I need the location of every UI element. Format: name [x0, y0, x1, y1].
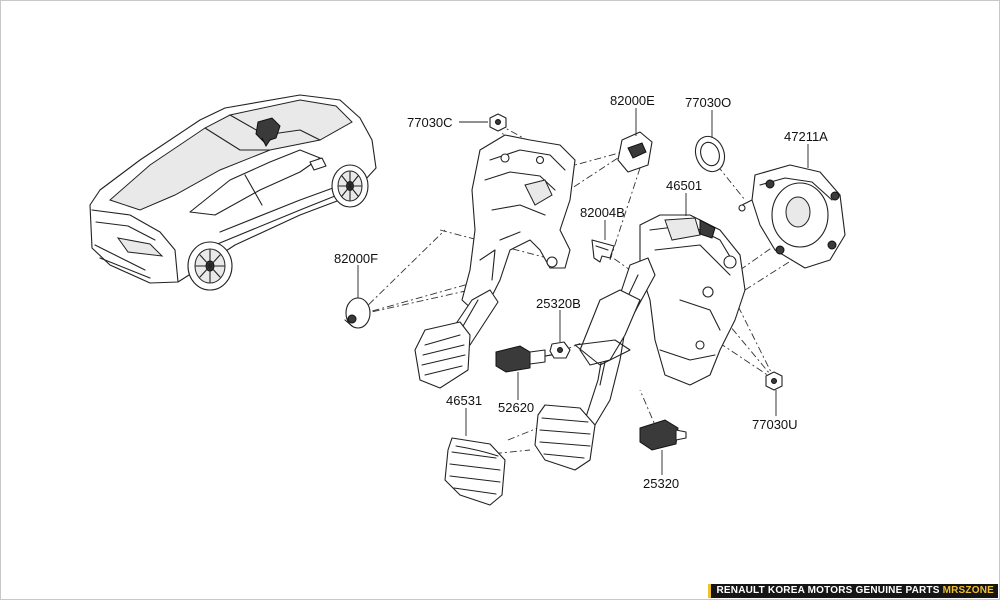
label-46531: 46531	[446, 393, 482, 408]
label-77030C: 77030C	[407, 115, 453, 130]
pedal-pad-46531-right	[534, 404, 596, 471]
label-77030O: 77030O	[685, 95, 731, 110]
footer-text: RENAULT KOREA MOTORS GENUINE PARTS	[716, 585, 943, 596]
part-labels: 77030C 82000E 77030O 47211A 46501 82004B…	[334, 93, 828, 491]
pedal-pad-46531-left	[444, 437, 506, 506]
label-82004B: 82004B	[580, 205, 625, 220]
switch-25320	[639, 419, 687, 451]
label-46501: 46501	[666, 178, 702, 193]
label-25320B: 25320B	[536, 296, 581, 311]
pedal-arm-clutch	[574, 289, 641, 366]
accelerator-pad-upper	[414, 321, 471, 389]
cap-77030O	[694, 135, 726, 173]
label-82000E: 82000E	[610, 93, 655, 108]
rear-wheel	[187, 241, 233, 291]
plate-82000F	[344, 297, 371, 329]
car-illustration	[89, 94, 377, 291]
switch-52620	[495, 345, 553, 373]
clip-25320B	[549, 341, 571, 359]
label-25320: 25320	[643, 476, 679, 491]
plate-82000E	[617, 131, 653, 173]
label-77030U: 77030U	[752, 417, 798, 432]
front-wheel	[331, 164, 369, 208]
clip-82004B	[591, 239, 615, 263]
label-52620: 52620	[498, 400, 534, 415]
accelerator-bracket	[461, 134, 576, 313]
nut-77030U	[765, 371, 783, 391]
pedal-box-46501	[639, 214, 746, 386]
label-47211A: 47211A	[784, 129, 828, 144]
footer-brand: MRSZONE	[942, 585, 994, 596]
label-82000F: 82000F	[334, 251, 378, 266]
bracket-47211A	[738, 164, 846, 269]
nut-77030C	[489, 113, 507, 132]
pedal-location-marker	[255, 117, 281, 147]
footer-banner: RENAULT KOREA MOTORS GENUINE PARTS MRSZO…	[707, 584, 998, 598]
leader-lines	[357, 108, 809, 475]
